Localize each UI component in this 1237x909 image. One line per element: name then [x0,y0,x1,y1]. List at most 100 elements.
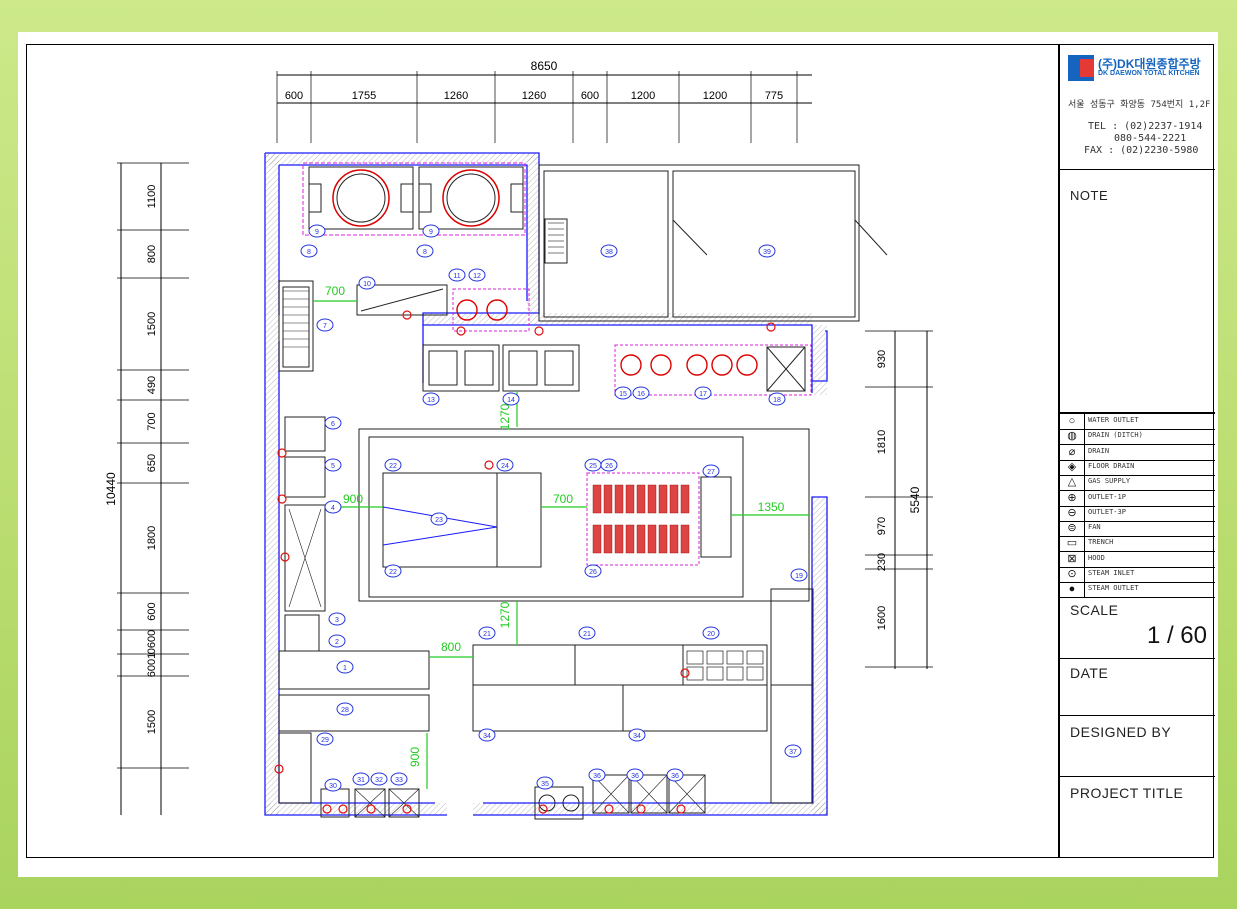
equipment-tag-bubble [478,728,496,742]
cabinet [354,788,386,818]
dimension-value: 490 [146,376,158,394]
equipment-20-cell [726,666,744,681]
griddle-hood [586,472,700,566]
equipment-20-cell [686,666,704,681]
utility-outlet-icon [322,804,332,814]
equipment-tag-bubble [784,744,802,758]
equipment-tag: 30 [329,783,337,790]
wall-hatch-bottom-left [265,803,447,815]
dimension-value: 6001 [146,653,158,677]
legend-label: GAS SUPPLY [1088,477,1131,486]
equipment-tag: 35 [541,781,549,788]
equipment-tag: 36 [631,773,639,780]
scale-value: 1 / 60 [1146,622,1207,649]
utility-outlet-icon [766,322,776,332]
prep-table [356,284,448,316]
equipment-tag-bubble [370,772,388,786]
utility-outlet-icon [456,326,466,336]
equipment-tag: 38 [605,249,613,256]
utility-outlet-icon [534,326,544,336]
equipment-tag: 22 [389,569,397,576]
equipment-tag: 16 [637,391,645,398]
stair [278,280,314,372]
date-label: DATE [1070,665,1109,681]
dimension-value: 1260 [444,90,468,102]
burner [650,354,672,376]
equipment-tag: 3 [335,617,339,624]
dimension-value: 1800 [146,526,158,550]
griddle-element [614,484,624,514]
griddle-element [592,524,602,554]
scale-block: SCALE 1 / 60 [1060,598,1215,659]
griddle-element [603,484,613,514]
title-block: (주)DK대원종합주방 DK DAEWON TOTAL KITCHEN 서울 성… [1058,45,1215,857]
equipment-tag: 9 [429,229,433,236]
dimension-value: 600 [581,90,599,102]
equipment-tag-bubble [578,626,596,640]
legend-row: ⌀DRAIN [1060,444,1215,461]
equipment-tag-bubble [694,386,712,400]
wall-hatch-bottom [473,803,827,815]
equipment-tag-bubble [600,458,618,472]
project-title-block: PROJECT TITLE [1060,777,1215,856]
griddle-element [636,484,646,514]
legend-row: ◍DRAIN (DITCH) [1060,429,1215,446]
legend-label: DRAIN [1088,446,1110,455]
cart-36 [668,774,706,814]
equipment-tag-bubble [790,568,808,582]
equipment-tag: 26 [605,463,613,470]
equipment-tag-bubble [588,768,606,782]
note-block: NOTE [1060,170,1215,413]
legend-row: ⊜FAN [1060,521,1215,538]
stair-inner [282,286,310,368]
equipment-20-cell [746,650,764,665]
utility-outlet-icon [274,764,284,774]
cart-mark [592,774,630,814]
equipment-tag: 9 [315,229,319,236]
burner [686,354,708,376]
equipment-tag-bubble [584,564,602,578]
dimension-value: 600 [146,602,158,620]
wall-hatch-mid [527,153,539,313]
shelf-6 [284,416,326,452]
equipment-tag: 17 [699,391,707,398]
legend-row: ⊙STEAM INLET [1060,567,1215,583]
equipment-19 [770,588,814,686]
fryer-basket [428,350,458,386]
project-title-label: PROJECT TITLE [1070,785,1184,801]
legend-label: HOOD [1088,553,1105,562]
equipment-tag: 34 [633,733,641,740]
sink-29 [278,732,312,804]
equipment-tag: 32 [375,777,383,784]
legend-row: ◈FLOOR DRAIN [1060,459,1215,476]
equipment-20-cell [706,666,724,681]
company-block: (주)DK대원종합주방 DK DAEWON TOTAL KITCHEN 서울 성… [1060,45,1215,170]
legend-row: ⊠HOOD [1060,551,1215,568]
wall-hatch-service [423,313,812,325]
legend-row: △GAS SUPPLY [1060,475,1215,492]
clearance-value: 700 [553,492,573,506]
dimension-value: 775 [765,90,783,102]
equipment-20-cell [706,650,724,665]
kettle-bowl [332,169,390,227]
company-logo: (주)DK대원종합주방 DK DAEWON TOTAL KITCHEN [1068,55,1208,83]
dimension-value: 700 [146,412,158,430]
dimension-total: 5540 [908,486,922,513]
fryer-unit [422,344,500,392]
date-block: DATE [1060,659,1215,716]
gas-supply-icon: △ [1060,475,1085,491]
clearance-value: 1270 [498,403,512,430]
dimension-value: 1260 [522,90,546,102]
equipment-tag-bubble [358,276,376,290]
prep-table-mark [360,288,444,312]
equipment-tag: 14 [507,397,515,404]
legend-row: ▭TRENCH [1060,536,1215,553]
utility-outlet-icon [280,552,290,562]
equipment-tag: 21 [583,631,591,638]
equipment-tag: 4 [331,505,335,512]
equipment-tag-bubble [430,512,448,526]
